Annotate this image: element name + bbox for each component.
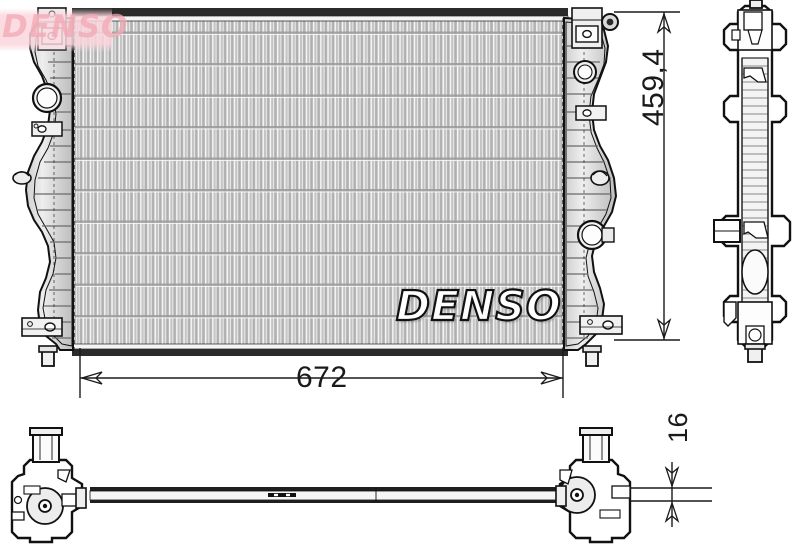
dimension-height-label: 459,4 <box>637 48 670 126</box>
dim-depth <box>630 462 712 527</box>
watermark-band <box>0 8 112 52</box>
bottom-header-rail <box>71 343 569 356</box>
top-view-right-tank <box>555 427 632 544</box>
right-oval-feature <box>590 170 610 186</box>
right-upper-port <box>573 60 597 84</box>
top-view-core-slab <box>89 487 561 503</box>
denso-watermark: DENSO <box>2 9 129 45</box>
right-bottom-bracket <box>579 315 623 335</box>
top-view <box>10 427 632 544</box>
denso-logo: DENSO <box>395 282 562 330</box>
front-view <box>12 7 623 367</box>
side-view-inlet <box>713 219 741 243</box>
radiator-core <box>74 19 563 347</box>
dimension-lines <box>79 11 712 527</box>
right-top-bracket <box>571 7 603 49</box>
side-view-top-head <box>731 9 773 51</box>
left-inlet-port <box>31 82 63 114</box>
right-top-stud <box>601 13 619 31</box>
top-header-rail <box>71 8 569 22</box>
dimension-depth-label: 16 <box>663 411 693 443</box>
left-mid-bracket <box>31 121 63 137</box>
dimension-width-label: 672 <box>296 361 348 394</box>
left-tank <box>24 17 75 351</box>
side-view-bottom-head <box>723 301 773 345</box>
dim-height <box>614 11 680 341</box>
left-drain-pipe <box>38 345 58 367</box>
right-drain-pipe <box>582 345 602 367</box>
right-outlet-port <box>576 219 615 251</box>
left-bottom-bracket <box>21 317 63 337</box>
left-oval-feature <box>12 171 32 185</box>
right-mid-bracket <box>575 105 607 121</box>
side-view <box>713 0 792 363</box>
top-view-left-tank <box>10 427 87 544</box>
dim-width <box>79 348 564 398</box>
